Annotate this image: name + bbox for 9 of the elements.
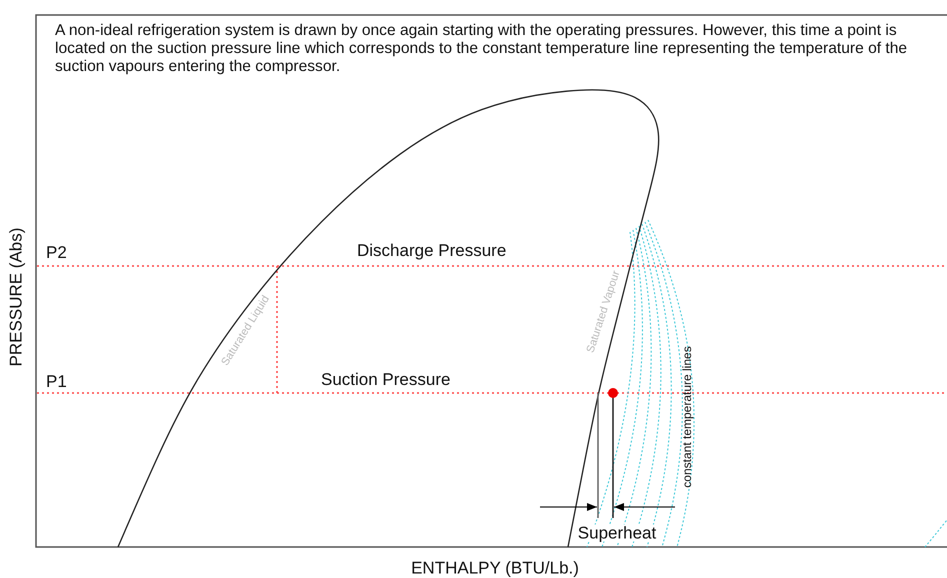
line-label: Suction Pressure xyxy=(321,371,450,388)
axis-title: ENTHALPY (BTU/Lb.) xyxy=(411,560,579,576)
axis-title: PRESSURE (Abs) xyxy=(8,228,24,366)
pressure-label: P1 xyxy=(46,373,67,390)
dimension-label: Superheat xyxy=(576,524,658,542)
line-label: Discharge Pressure xyxy=(357,242,506,259)
curve-label: constant temperature lines xyxy=(681,346,693,488)
description-text: A non-ideal refrigeration system is drawn by once again starting with the operating pressures. However, this time a point is located on the suction pressure line which corresponds to the constant temperature line representing the temperature of the suction vapours entering the compressor. xyxy=(55,22,908,77)
pressure-label: P2 xyxy=(46,244,67,261)
